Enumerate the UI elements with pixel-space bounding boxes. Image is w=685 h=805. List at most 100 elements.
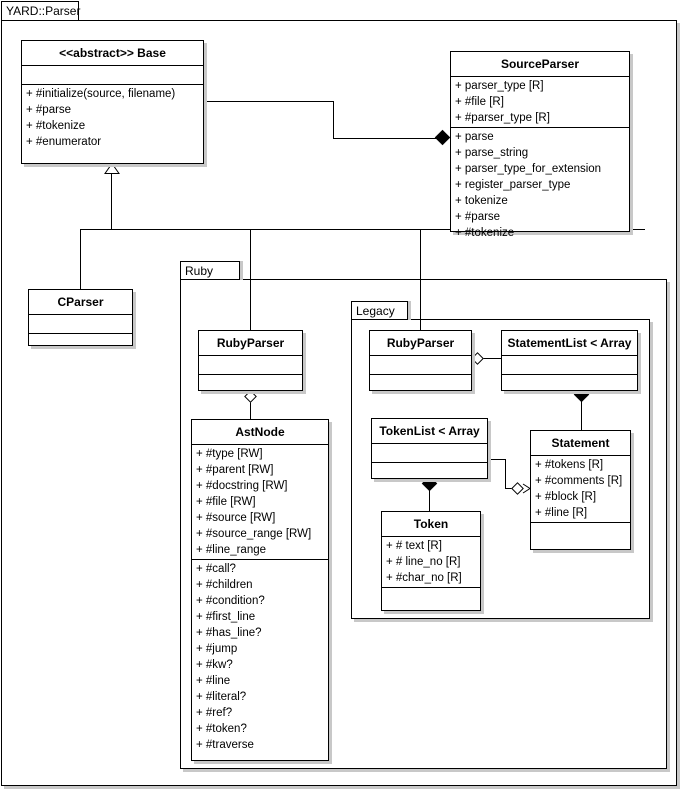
class-attributes-base [22,65,203,84]
member-row: + #parser_type [R] [455,112,550,124]
member-row: + #file [RW] [196,496,256,508]
class-operations-statement [531,522,630,541]
generalization-bus [80,229,645,230]
relation-line-tokenlist-token [429,489,430,511]
class-box-base[interactable]: <<abstract>> Base + #initialize(source, … [21,40,204,164]
class-title-statement-list: StatementList < Array [507,336,632,350]
member-row: + #line [196,675,231,687]
class-title-ruby-parser: RubyParser [216,336,285,350]
member-row: + parse [455,131,494,143]
member-row: + #has_line? [196,627,262,639]
package-tab-yard-parser: YARD::Parser [1,1,81,21]
package-shadow-bottom [4,786,680,789]
member-row: + #condition? [196,595,265,607]
member-row: + tokenize [455,195,508,207]
class-attributes-source-parser: + parser_type [R] + #file [R] + #parser_… [451,76,629,127]
member-row: + #tokenize [455,227,515,239]
member-row: + parser_type_for_extension [455,163,602,175]
class-title-token: Token [413,517,449,531]
class-title-statement: Statement [551,436,610,450]
package-shadow-right [677,23,680,786]
member-row: + register_parser_type [455,179,571,191]
class-box-ast-node[interactable]: AstNode + #type [RW] + #parent [RW] + #d… [191,419,329,761]
member-row: + #literal? [196,691,247,703]
member-row: + #tokens [R] [535,459,604,471]
generalization-branch-cparser [80,229,81,289]
member-row: + #line [R] [535,507,588,519]
relation-line-legacy-rubyparser-statementlist [482,358,501,359]
class-attributes-statement-list [502,355,637,374]
member-row: + # text [R] [386,540,442,552]
class-operations-statement-list [502,374,637,393]
class-attributes-ast-node: + #type [RW] + #parent [RW] + #docstring… [192,444,328,559]
generalization-branch-ruby-rubyparser [250,229,251,330]
relation-line-rubyparser-astnode [250,401,251,419]
class-title-legacy-ruby-parser: RubyParser [386,336,455,350]
generalization-stem [111,174,112,229]
class-title-source-parser: SourceParser [500,57,580,71]
member-row: + #children [196,579,253,591]
class-operations-source-parser: + parse + parse_string + parser_type_for… [451,127,629,242]
member-row: + #first_line [196,611,256,623]
class-box-cparser[interactable]: CParser [28,289,133,346]
package-tab-ruby: Ruby [180,261,240,280]
class-operations-ast-node: + #call? + #children + #condition? + #fi… [192,559,328,754]
class-operations-ruby-parser [199,374,302,393]
member-row: + #comments [R] [535,475,623,487]
member-row: + parse_string [455,147,529,159]
class-attributes-legacy-ruby-parser [370,355,471,374]
member-row: + #jump [196,643,238,655]
class-attributes-ruby-parser [199,355,302,374]
relation-line-base-sourceparser [204,101,333,102]
member-row: + #source_range [RW] [196,528,312,540]
class-operations-token [382,587,480,606]
class-operations-base: + #initialize(source, filename) + #parse… [22,84,203,151]
package-tab-legacy: Legacy [351,301,408,320]
class-title-cparser: CParser [57,295,104,309]
relation-line-tokenlist-statement [488,459,506,460]
relation-line-tokenlist-statement [505,488,514,489]
member-row: + #block [R] [535,491,597,503]
member-row: + #kw? [196,659,233,671]
relation-line-base-sourceparser [333,138,443,139]
class-title-token-list: TokenList < Array [379,424,480,438]
member-row: + parser_type [R] [455,80,544,92]
class-box-ruby-parser[interactable]: RubyParser [198,330,303,391]
class-attributes-cparser [29,314,132,333]
class-title-ast-node: AstNode [235,425,285,439]
generalization-branch-legacy-rubyparser [420,229,421,330]
class-box-statement[interactable]: Statement + #tokens [R] + #comments [R] … [530,430,631,550]
generalization-triangle-base [104,162,120,174]
member-row: + #char_no [R] [386,572,462,584]
class-box-token-list[interactable]: TokenList < Array [371,418,488,479]
class-attributes-statement: + #tokens [R] + #comments [R] + #block [… [531,455,630,522]
class-operations-legacy-ruby-parser [370,374,471,393]
member-row: + # line_no [R] [386,556,461,568]
member-row: + #call? [196,563,236,575]
package-label-legacy: Legacy [356,304,395,318]
member-row: + #parse [26,104,72,116]
member-row: + #parent [RW] [196,464,274,476]
relation-line-base-sourceparser [333,101,334,139]
member-row: + #tokenize [26,120,86,132]
class-box-legacy-ruby-parser[interactable]: RubyParser [369,330,472,391]
member-row: + #source [RW] [196,512,276,524]
class-box-source-parser[interactable]: SourceParser + parser_type [R] + #file [… [450,51,630,239]
member-row: + #enumerator [26,136,102,148]
class-operations-cparser [29,333,132,352]
package-label-yard-parser: YARD::Parser [6,4,81,18]
class-attributes-token-list [372,443,487,462]
class-box-statement-list[interactable]: StatementList < Array [501,330,638,391]
member-row: + #token? [196,723,247,735]
package-label-ruby: Ruby [185,264,214,278]
member-row: + #docstring [RW] [196,480,288,492]
member-row: + #parse [455,211,501,223]
class-box-token[interactable]: Token + # text [R] + # line_no [R] + #ch… [381,511,481,611]
member-row: + #line_range [196,544,267,556]
class-operations-token-list [372,462,487,481]
relation-line-tokenlist-statement [505,459,506,488]
relation-line-statementlist-statement [581,400,582,430]
class-title-base: <<abstract>> Base [59,46,166,60]
member-row: + #traverse [196,739,254,751]
